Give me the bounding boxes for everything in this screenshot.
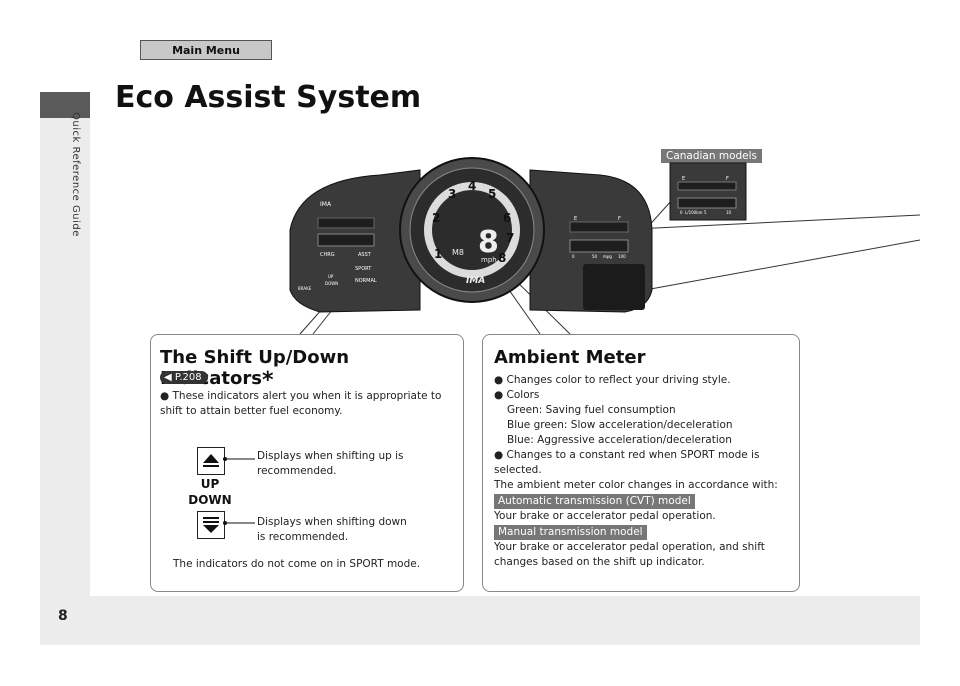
- sport-label: SPORT: [355, 266, 372, 272]
- bullet-icon: ●: [494, 389, 504, 401]
- asterisk: *: [261, 368, 274, 393]
- page-reference-text: P.208: [174, 372, 202, 383]
- gear-display: M8: [452, 248, 464, 257]
- canadian-scale-label: L/100km: [685, 210, 703, 215]
- ambient-bullet-1-text: Changes color to reflect your driving st…: [506, 374, 731, 386]
- canadian-fuel-full: F: [726, 176, 729, 182]
- fuel-empty-label: E: [574, 216, 577, 222]
- sidebar: [40, 92, 90, 645]
- shift-up-description: Displays when shifting up is recommended…: [257, 450, 404, 477]
- canadian-inset: [669, 162, 747, 221]
- tach-number: 4: [468, 179, 476, 193]
- ambient-panel-title: Ambient Meter: [494, 347, 646, 368]
- canadian-scale-label: 10: [726, 210, 732, 215]
- shift-bullet: ● These indicators alert you when it is …: [160, 389, 450, 419]
- canadian-models-tag: Canadian models: [661, 149, 763, 163]
- tach-number: 3: [448, 187, 456, 201]
- mpg-scale-label: 50: [592, 254, 598, 259]
- bullet-icon: ●: [494, 374, 504, 386]
- ima-label: IMA: [320, 201, 332, 208]
- ambient-bullet-3: ● Changes to a constant red when SPORT m…: [494, 448, 774, 478]
- fuel-full-label: F: [618, 216, 621, 222]
- shift-indicators-panel: The Shift Up/Down Indicators* ◀ P.208 ● …: [150, 334, 464, 592]
- tach-number: 8: [498, 251, 506, 265]
- bullet-icon: ●: [160, 390, 170, 402]
- tag-cvt-model: Automatic transmission (CVT) model: [494, 494, 695, 509]
- tach-number: 2: [432, 211, 440, 225]
- shift-panel-title: The Shift Up/Down Indicators*: [160, 347, 350, 393]
- shift-bullet-text: These indicators alert you when it is ap…: [160, 390, 442, 417]
- section-label: Quick Reference Guide: [70, 112, 81, 237]
- mpg-scale-label: 0: [572, 254, 575, 259]
- up-label: UP: [328, 274, 334, 279]
- up-label: UP: [200, 477, 220, 491]
- speed-unit: mph: [481, 256, 497, 264]
- shift-up-indicator: [197, 447, 225, 475]
- manual-text: Your brake or accelerator pedal operatio…: [494, 541, 765, 568]
- cvt-text: Your brake or accelerator pedal operatio…: [494, 510, 716, 522]
- center-logo: IMA: [466, 276, 485, 286]
- down-label: DOWN: [188, 493, 232, 507]
- page-number: 8: [58, 608, 68, 624]
- callout-line-right-1: [614, 214, 921, 231]
- ambient-bullet-3-text: Changes to a constant red when SPORT mod…: [494, 449, 760, 476]
- shift-down-icon: [203, 517, 219, 533]
- tag-manual-model: Manual transmission model: [494, 525, 647, 540]
- tach-number: 1: [434, 247, 442, 261]
- footer-band: [90, 596, 920, 645]
- ambient-bullet-2-text: Colors: [506, 389, 540, 401]
- down-label: DOWN: [325, 281, 338, 286]
- shift-note: The indicators do not come on in SPORT m…: [173, 558, 421, 570]
- callout-line-right-2: [644, 239, 921, 291]
- shift-up-icon: [203, 454, 219, 467]
- tach-number: 6: [503, 211, 511, 225]
- ambient-intro: The ambient meter color changes in accor…: [494, 479, 778, 491]
- canadian-fuel-empty: E: [682, 176, 685, 182]
- sidebar-tab[interactable]: [40, 92, 90, 118]
- ambient-bullet-2: ● Colors: [494, 388, 794, 403]
- main-menu-button[interactable]: Main Menu: [140, 40, 272, 60]
- bullet-icon: ●: [494, 449, 504, 461]
- indicator-callout-lines: [223, 457, 255, 525]
- normal-label: NORMAL: [355, 278, 377, 284]
- mpg-scale-label: 100: [618, 254, 626, 259]
- shift-down-description: Displays when shifting down is recommend…: [257, 516, 407, 543]
- shift-down-indicator: [197, 511, 225, 539]
- speed-digit: 8: [478, 225, 499, 260]
- canadian-scale-label: 0: [680, 210, 683, 215]
- canadian-scale-label: 5: [704, 210, 707, 215]
- color-blue: Blue: Aggressive acceleration/decelerati…: [507, 434, 732, 446]
- mpg-scale-label: mpg: [603, 254, 612, 259]
- tach-number: 5: [488, 187, 496, 201]
- ambient-meter-area: [583, 264, 645, 310]
- page-reference-link[interactable]: ◀ P.208: [160, 371, 208, 384]
- color-green: Green: Saving fuel consumption: [507, 404, 676, 416]
- chrg-label: CHRG: [320, 252, 335, 258]
- color-blue-green: Blue green: Slow acceleration/decelerati…: [507, 419, 733, 431]
- brake-label: BRAKE: [298, 286, 312, 291]
- tach-number: 7: [506, 231, 514, 245]
- ambient-bullet-1: ● Changes color to reflect your driving …: [494, 373, 794, 388]
- asst-label: ASST: [358, 252, 372, 258]
- ambient-meter-panel: Ambient Meter ● Changes color to reflect…: [482, 334, 800, 592]
- page-title: Eco Assist System: [115, 80, 422, 115]
